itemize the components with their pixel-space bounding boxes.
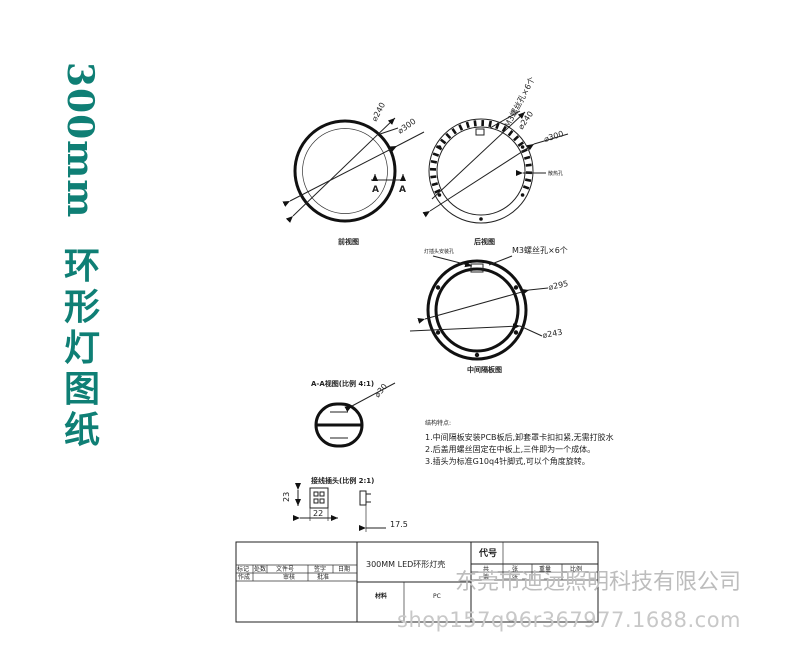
vent-slot <box>501 125 507 133</box>
tb-product: 300MM LED环形灯壳 <box>366 559 445 569</box>
rear-view-caption: 后视图 <box>474 237 495 246</box>
vent-slot <box>440 138 447 145</box>
vent-slot <box>458 124 464 131</box>
vent-slot <box>432 152 440 157</box>
vent-slot <box>495 122 500 130</box>
vent-slot <box>465 121 470 129</box>
section-dim-30 <box>344 382 396 412</box>
watermark-shop: shop157q96r367977.1688.com <box>397 608 741 632</box>
plug-front <box>309 487 329 509</box>
tb-role-approve: 批准 <box>317 573 329 581</box>
screw-hole <box>520 145 525 149</box>
watermark-company: 东莞市迪远照明科技有限公司 <box>455 570 741 595</box>
tb-role-review: 审核 <box>283 573 295 581</box>
tb-code-label: 代号 <box>478 547 497 559</box>
note-2: 2.后盖用螺丝固定在中板上,三件即为一个成体。 <box>425 444 595 454</box>
middle-dim-295 <box>417 288 530 324</box>
structure-notes: 结构特点: 1.中间隔板安装PCB板后,卸套罩卡扣扣紧,无需打胶水 2.后盖用螺… <box>425 419 614 466</box>
note-3: 3.插头为标准G10q4针脚式,可以个角度旋转。 <box>425 456 590 466</box>
tb-sheets-total: 共 <box>483 565 489 573</box>
notes-title: 结构特点: <box>425 419 451 427</box>
front-view: ⌀240 ⌀300 A A 前视图 <box>282 101 425 246</box>
section-mark-left: A <box>372 185 379 195</box>
vent-slot <box>522 185 530 190</box>
plug-width-label: 22 <box>313 509 323 518</box>
middle-view-caption: 中间隔板图 <box>467 365 502 374</box>
tb-sheet-no: 第 <box>483 573 489 581</box>
vent-slot <box>445 132 452 139</box>
screw-hole <box>435 330 441 335</box>
tb-role-author: 作成 <box>238 573 250 581</box>
plug-side <box>359 490 367 506</box>
section-mark-right: A <box>399 185 406 195</box>
vent-slot <box>488 120 493 128</box>
tb-header-file: 文件号 <box>276 565 294 573</box>
front-dim-outer-label: ⌀300 <box>396 117 418 136</box>
middle-screws-label: M3螺丝孔×6个 <box>512 245 568 255</box>
front-view-caption: 前视图 <box>338 237 359 246</box>
vent-slot <box>451 127 457 135</box>
title-size: 300mm <box>59 62 101 219</box>
tb-sheets-unit: 张 <box>512 565 518 573</box>
tb-header-sign: 签字 <box>314 565 326 573</box>
screw-hole <box>513 285 519 290</box>
title-product: 环形灯图纸 <box>63 245 100 452</box>
tb-scale: 比例 <box>570 565 582 573</box>
vent-slot <box>473 120 477 127</box>
middle-lamp-base-label: 灯插头安装孔 <box>424 248 454 255</box>
middle-ring-inner <box>434 267 520 353</box>
front-ring-inner <box>302 128 388 214</box>
vent-slot <box>524 178 532 183</box>
section-dim-label: ⌀30 <box>373 382 390 399</box>
section-view: A-A视图(比例 4:1) ⌀30 <box>311 379 396 448</box>
rear-dim-outer-label: ⌀300 <box>543 129 565 144</box>
screw-hole <box>520 193 525 197</box>
vent-slot <box>525 163 532 167</box>
screw-hole <box>437 145 442 149</box>
tb-weight: 重量 <box>539 565 551 573</box>
front-dim-240 <box>285 117 396 224</box>
vent-slot <box>507 130 514 137</box>
rear-ring-inner <box>436 126 526 216</box>
plug-length-label: 17.5 <box>390 520 408 529</box>
tb-header-count: 处数 <box>254 565 266 573</box>
vent-slot <box>523 155 531 160</box>
middle-dim-outer-label: ⌀295 <box>548 279 570 292</box>
screw-hole <box>479 217 483 221</box>
plug-height-label: 23 <box>282 492 291 502</box>
vent-slot <box>431 182 439 187</box>
front-ring-outer <box>293 119 397 223</box>
plug-view: 接线插头(比例 2:1) 23 22 17.5 <box>282 476 408 532</box>
screw-hole <box>474 352 480 358</box>
rear-vent-label: 散热孔 <box>548 170 563 177</box>
middle-plate-view: 灯插头安装孔 M3螺丝孔×6个 ⌀295 ⌀243 中间隔板图 <box>409 245 570 374</box>
vent-slot <box>513 135 520 142</box>
middle-lamp-base <box>470 263 484 273</box>
section-view-caption: A-A视图(比例 4:1) <box>311 379 374 388</box>
vent-slot <box>430 175 437 179</box>
tb-material-label: 材料 <box>374 592 387 600</box>
middle-dim-inner-label: ⌀243 <box>542 328 563 340</box>
rear-view: M3螺丝孔×6个 ⌀240 ⌀300 散热孔 后视图 <box>422 75 569 246</box>
middle-screw-holes <box>435 285 519 358</box>
middle-dim-243 <box>409 323 521 332</box>
tb-header-date: 日期 <box>338 565 350 573</box>
screw-hole <box>435 285 441 290</box>
rear-plug-slot <box>475 128 485 136</box>
title-block: 标记 处数 文件号 签字 日期 作成 审核 批准 300MM LED环形灯壳 材… <box>235 541 599 623</box>
tb-sheet-unit: 张 <box>512 573 518 581</box>
tb-header-mark: 标记 <box>237 565 249 573</box>
rear-dim-300 <box>422 143 535 218</box>
front-dim-300 <box>282 145 398 207</box>
screw-hole <box>513 330 519 335</box>
note-1: 1.中间隔板安装PCB板后,卸套罩卡扣扣紧,无需打胶水 <box>425 432 614 442</box>
vent-slot <box>430 159 438 164</box>
middle-ring-outer <box>426 259 528 361</box>
vertical-title: 300mm 环形灯图纸 <box>59 62 122 452</box>
tb-material: PC <box>433 593 441 600</box>
front-dim-inner-label: ⌀240 <box>370 101 387 123</box>
plug-caption: 接线插头(比例 2:1) <box>311 476 374 485</box>
